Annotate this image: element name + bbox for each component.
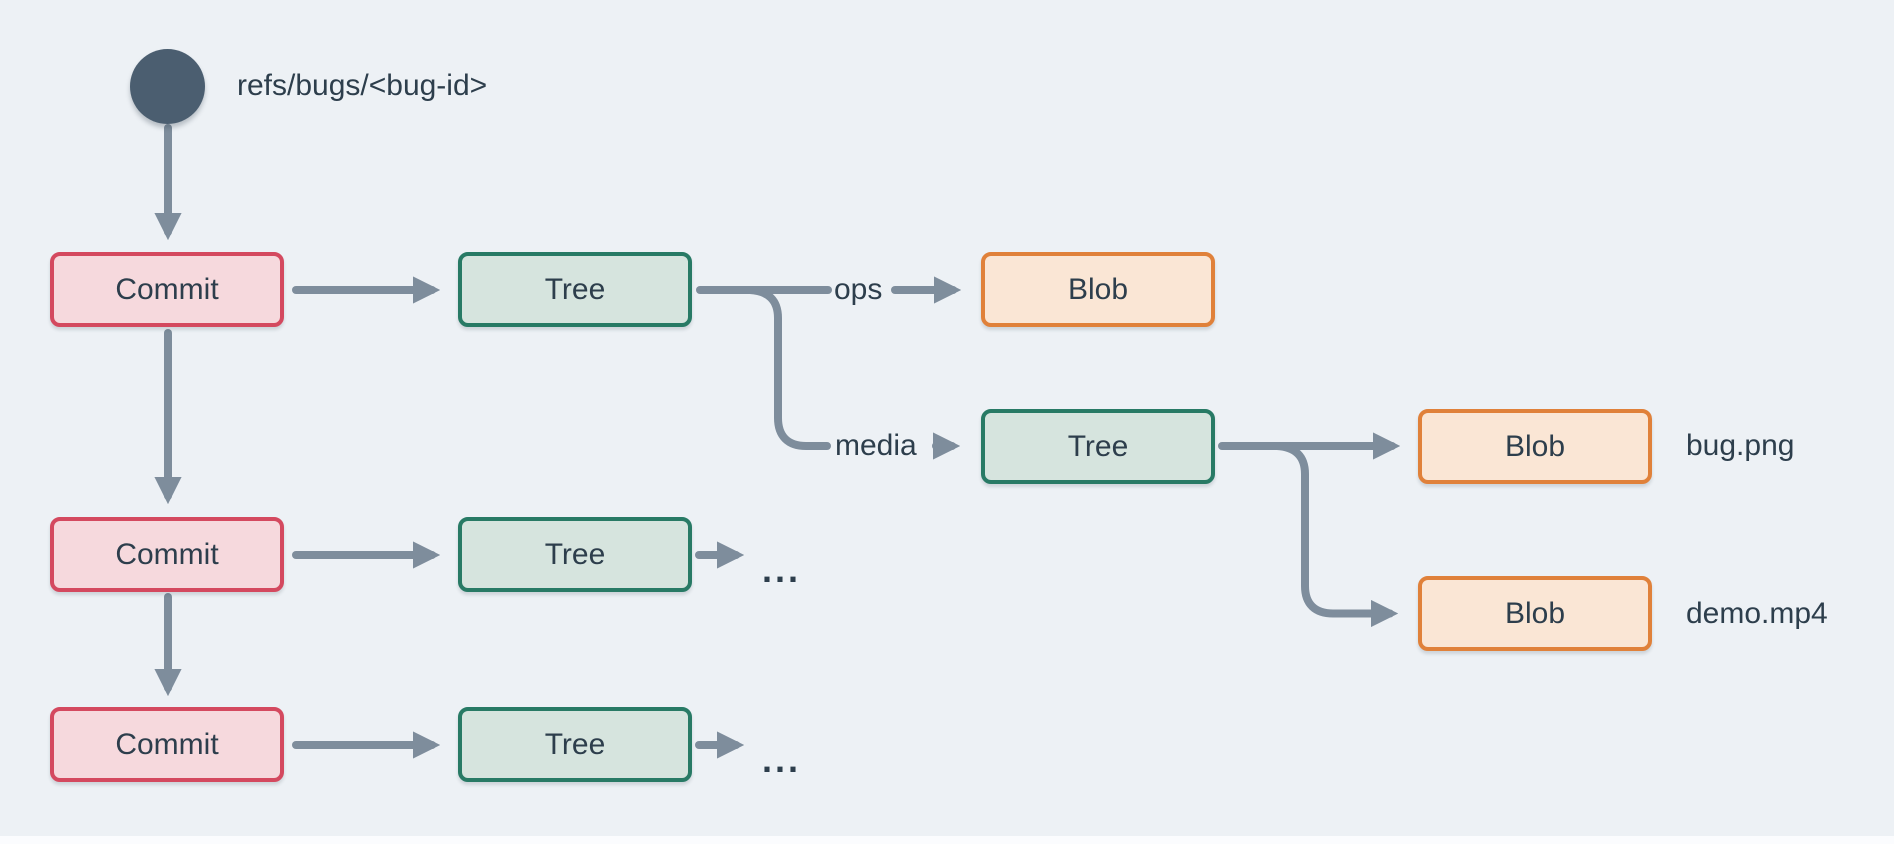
bottom-edge <box>0 836 1894 844</box>
edge-label-ops: ops <box>834 273 883 306</box>
tree-node-1: Tree <box>458 252 692 327</box>
tree-node-media-label: Tree <box>1067 429 1129 463</box>
file-label-demo: demo.mp4 <box>1686 597 1828 630</box>
edge-mediatree-blobdemo <box>1273 442 1399 628</box>
blob-node-ops: Blob <box>981 252 1215 327</box>
tree-node-media: Tree <box>981 409 1215 484</box>
blob-node-bug: Blob <box>1418 409 1652 484</box>
commit-node-2: Commit <box>50 517 284 592</box>
ellipsis-1: ... <box>762 549 802 590</box>
blob-node-ops-label: Blob <box>1067 272 1129 306</box>
blob-node-demo: Blob <box>1418 576 1652 651</box>
commit-node-2-label: Commit <box>115 537 219 571</box>
commit-node-1-label: Commit <box>115 272 219 306</box>
ref-label: refs/bugs/<bug-id> <box>237 69 488 102</box>
tree-node-3: Tree <box>458 707 692 782</box>
commit-node-3-label: Commit <box>115 727 219 761</box>
tree-node-1-label: Tree <box>544 272 606 306</box>
ellipsis-2: ... <box>762 739 802 780</box>
ref-circle <box>130 49 205 124</box>
tree-node-2-label: Tree <box>544 537 606 571</box>
edge-label-media: media <box>835 429 917 462</box>
tree-node-3-label: Tree <box>544 727 606 761</box>
blob-node-demo-label: Blob <box>1504 596 1566 630</box>
edge-tree1-media-branch <box>746 286 831 450</box>
tree-node-2: Tree <box>458 517 692 592</box>
commit-node-3: Commit <box>50 707 284 782</box>
blob-node-bug-label: Blob <box>1504 429 1566 463</box>
commit-node-1: Commit <box>50 252 284 327</box>
file-label-bug: bug.png <box>1686 429 1795 462</box>
